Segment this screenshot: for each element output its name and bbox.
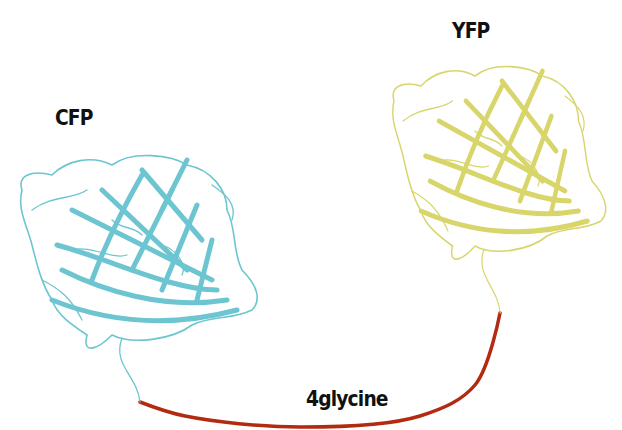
glycine-linker [140,313,500,427]
beta-strand [52,300,237,321]
loop-line [403,101,453,121]
beta-strand [493,101,529,181]
loop-line [212,185,233,220]
beta-strand [520,116,552,201]
protein-label: YFP [452,18,489,43]
beta-strand [132,190,172,270]
protein-label: CFP [55,105,93,130]
loop-line [412,191,448,231]
beta-strand [421,211,588,232]
beta-strand [197,240,212,300]
loop-line [32,190,87,210]
beta-strand [162,205,197,290]
beta-strand [552,151,566,211]
barrel-cartoon [383,15,613,313]
loop-line [42,280,82,320]
protein-outline [393,67,606,260]
terminus-tail [120,338,140,402]
protein-outline [21,156,258,349]
beta-strand [426,156,570,201]
barrel-cartoon [10,100,265,402]
loop-line [565,96,584,131]
cfp-protein: CFP [10,100,265,402]
yfp-protein: YFP [383,15,613,313]
linker-label: 4glycine [306,386,388,411]
terminus-tail [482,249,500,313]
beta-strand [57,245,217,290]
